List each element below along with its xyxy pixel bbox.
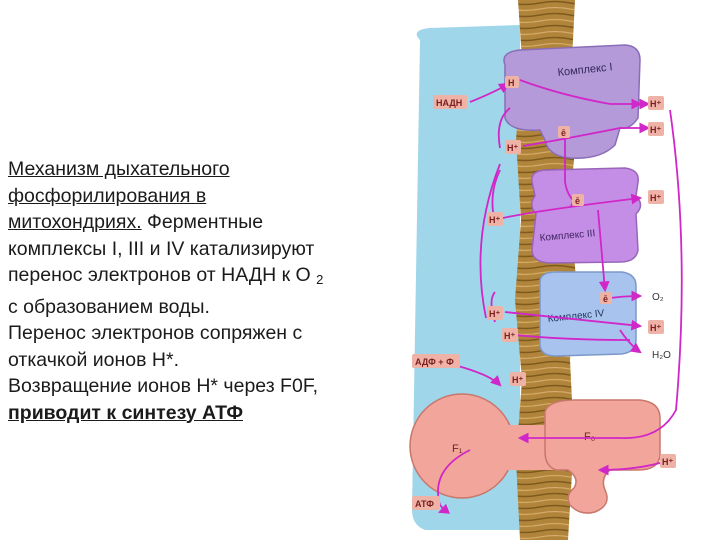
h-plus-label-7: Н⁺ xyxy=(504,331,515,341)
label-tags: НАДН Н Н⁺ Н⁺ Н⁺ Н⁺ Н⁺ Н⁺ Н⁺ Н⁺ Н⁺ Н⁺ ē ē… xyxy=(412,76,676,510)
h-plus-label-8: Н⁺ xyxy=(650,323,661,333)
caption-line-2: фосфорилирования в xyxy=(8,184,207,207)
h-plus-tag-2 xyxy=(648,122,664,136)
caption-line-9: Возвращение ионов Н* через F0F, xyxy=(8,375,318,397)
arrow-h-to-complex xyxy=(519,79,643,110)
atp-synthase-f0 xyxy=(544,399,661,514)
e-tag-3 xyxy=(600,292,612,304)
h-plus-label-2: Н⁺ xyxy=(650,125,661,135)
nadh-label: НАДН xyxy=(436,98,462,108)
caption-line-5: перенос электронов от НАДН к О xyxy=(8,264,311,286)
caption-text: Механизм дыхательного фосфорилирования в… xyxy=(8,156,408,426)
arrow-left-loop xyxy=(479,163,501,319)
h-plus-tag-4 xyxy=(648,190,664,204)
h-plus-tag-10 xyxy=(660,454,676,468)
e-label-1: ē xyxy=(561,128,566,138)
h-plus-tag-1 xyxy=(648,96,664,110)
h2o-label: H₂O xyxy=(652,350,671,361)
arrow-h2o xyxy=(619,329,642,354)
complex-iii-label: Комплекс III xyxy=(539,228,595,244)
atp-tag xyxy=(412,496,440,510)
caption-line-5-sub: 2 xyxy=(316,272,324,287)
nadh-tag xyxy=(433,95,467,109)
h-plus-tag-8 xyxy=(648,320,664,334)
arrow-e3-down xyxy=(597,209,610,293)
caption-line-3: митохондриях. xyxy=(8,211,142,233)
h-plus-label-6: Н⁺ xyxy=(489,309,500,319)
arrow-loop-1 xyxy=(497,107,511,149)
arrow-h-in-1 xyxy=(522,122,651,147)
adp-label: АДФ + Ф xyxy=(415,357,454,367)
complex-iii xyxy=(531,167,642,264)
e-tag-2 xyxy=(572,194,584,206)
h-plus-tag-9 xyxy=(510,372,526,386)
caption-line-7: Перенос электронов сопряжен с xyxy=(8,322,303,344)
h-plus-tag-3 xyxy=(505,140,521,154)
h-plus-label-1: Н⁺ xyxy=(650,99,661,109)
h-plus-label-3: Н⁺ xyxy=(507,143,518,153)
arrow-right-return xyxy=(517,109,683,444)
arrow-h-in-3 xyxy=(502,193,643,219)
e-label-2: ē xyxy=(575,196,580,206)
adp-tag xyxy=(412,354,460,368)
caption-line-6: с образованием воды. xyxy=(8,295,210,318)
arrow-h-in-4a xyxy=(504,311,643,331)
electron-proton-arrows xyxy=(437,79,683,514)
complex-iv xyxy=(539,271,637,357)
h-plus-tag-5 xyxy=(487,212,503,226)
caption-line-10: приводит к синтезу АТФ xyxy=(8,401,243,424)
h-plus-label-4: Н⁺ xyxy=(650,193,661,203)
arrow-adp xyxy=(457,365,502,387)
e-tag-1 xyxy=(558,126,570,138)
caption-line-8: откачкой ионов Н*. xyxy=(8,348,180,371)
arrow-o2 xyxy=(609,290,643,302)
o2-label: O₂ xyxy=(652,292,664,303)
h-tag-complex1 xyxy=(505,76,519,88)
atp-label: АТФ xyxy=(415,499,434,509)
h-plus-tag-7 xyxy=(502,328,518,342)
h-label-complex1: Н xyxy=(508,78,515,88)
e-label-3: ē xyxy=(603,294,608,304)
h-plus-label-10: Н⁺ xyxy=(662,457,673,467)
h-plus-label-5: Н⁺ xyxy=(489,215,500,225)
h-plus-label-9: Н⁺ xyxy=(512,375,523,385)
complex-i-label: Комплекс I xyxy=(557,61,613,79)
f0-label: F₀ xyxy=(584,431,595,443)
caption-line-4: комплексы I, III и IV катализируют xyxy=(8,237,315,260)
h-plus-tag-6 xyxy=(487,306,503,320)
f1-label: F₁ xyxy=(452,443,463,455)
caption-line-1: Механизм дыхательного xyxy=(8,158,230,180)
caption-line-3-rest: Ферментные xyxy=(141,211,264,233)
